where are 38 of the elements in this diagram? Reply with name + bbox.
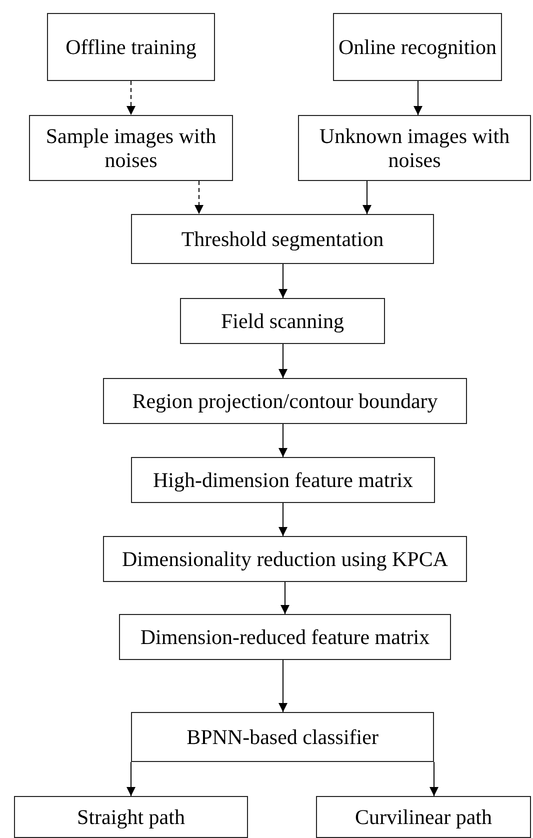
process-box (333, 13, 502, 81)
box-label: Online recognition (338, 34, 497, 60)
process-box (103, 378, 467, 424)
process-box (316, 796, 531, 838)
box-label: Unknown images with noises (318, 124, 511, 172)
box-label: High-dimension feature matrix (152, 468, 414, 492)
box-label: Sample images with noises (44, 124, 218, 172)
box-label: Dimensionality reduction using KPCA (122, 546, 448, 572)
process-box (180, 298, 385, 344)
arrow (278, 503, 288, 536)
box-label: BPNN-based classifier (186, 724, 378, 750)
arrow (278, 660, 288, 712)
arrow (430, 762, 438, 796)
box-label: Dimension-reduced feature matrix (140, 624, 430, 650)
arrow (126, 762, 136, 796)
box-label: Straight path (77, 804, 185, 830)
arrow (278, 424, 288, 457)
box-label: Threshold segmentation (181, 226, 384, 252)
box-label: Offline training (66, 34, 196, 60)
arrow (362, 181, 372, 214)
process-box (298, 115, 531, 181)
process-box (103, 536, 467, 582)
arrow (414, 81, 422, 115)
box-label: Region projection/contour boundary (132, 388, 438, 414)
arrow (278, 264, 288, 298)
arrow (126, 81, 136, 115)
box-label: Field scanning (220, 308, 344, 334)
process-box (131, 457, 435, 503)
process-box (14, 796, 248, 838)
arrow (280, 582, 290, 614)
box-label: Curvilinear path (354, 804, 492, 830)
process-box (119, 614, 451, 660)
process-box (131, 214, 434, 264)
arrow (194, 181, 204, 214)
process-box (29, 115, 233, 181)
process-box (131, 712, 434, 762)
process-box (47, 13, 215, 81)
arrow (278, 344, 288, 378)
